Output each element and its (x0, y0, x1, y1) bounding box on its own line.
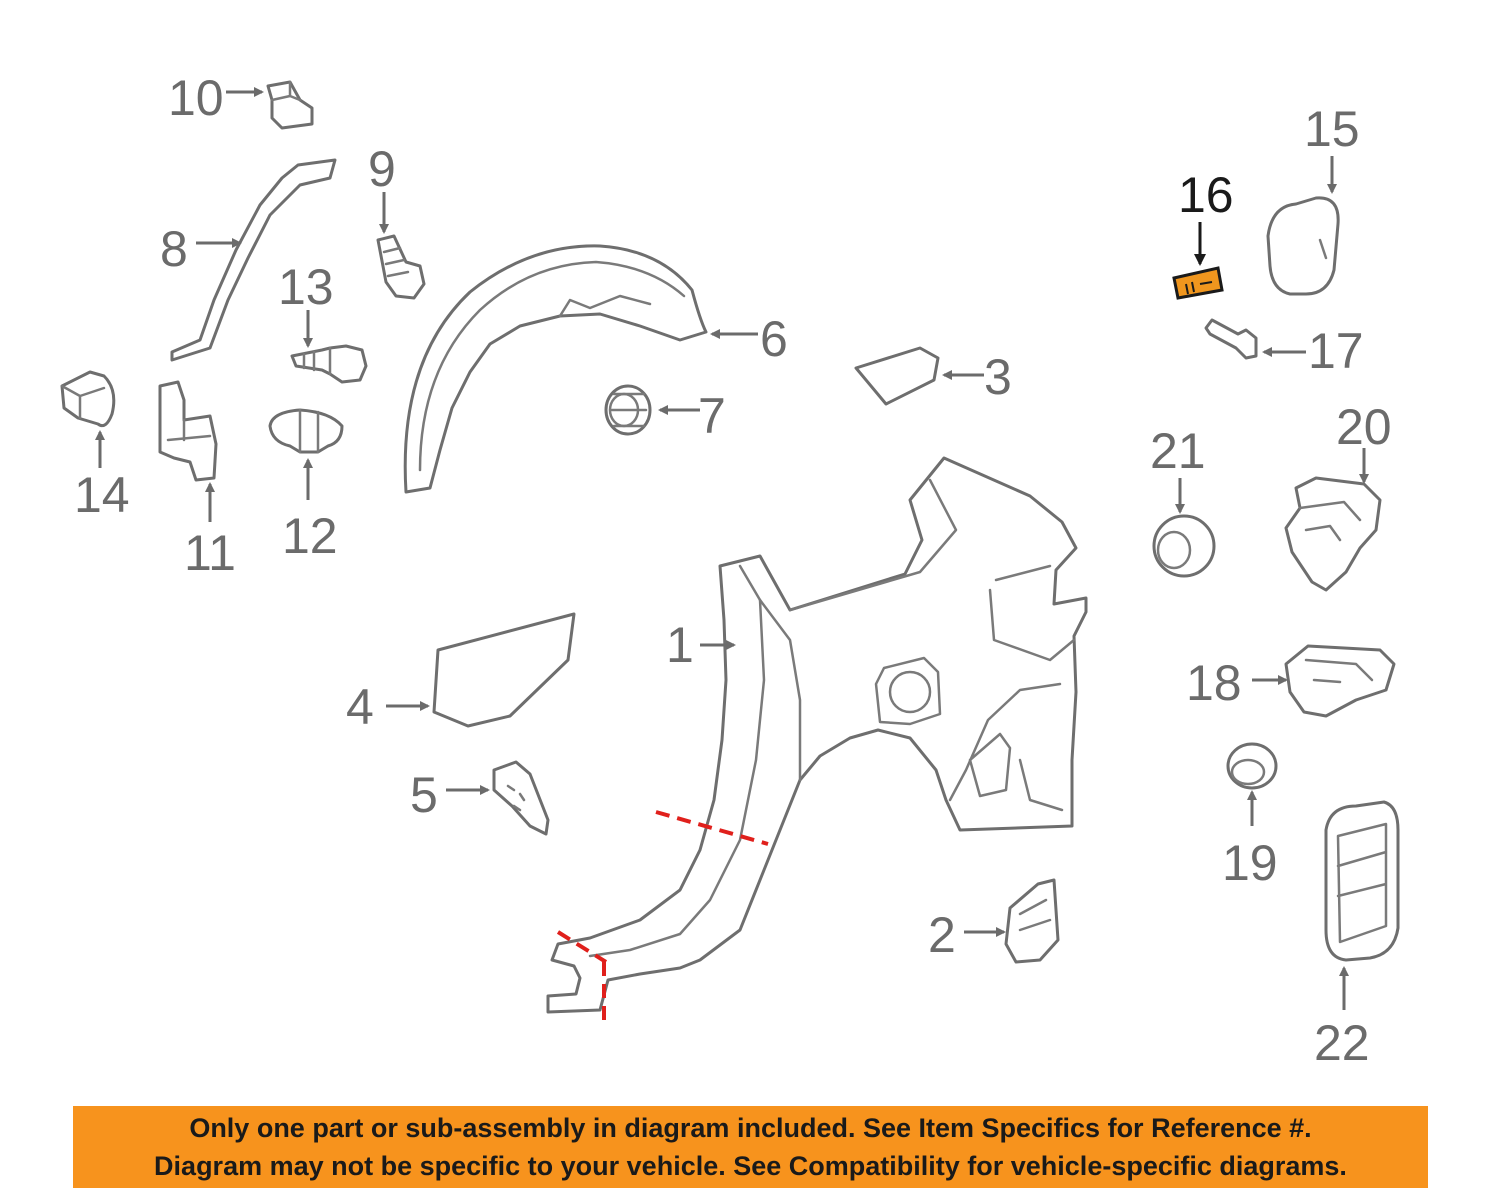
callout-12: 12 (282, 508, 338, 564)
part-16-label-highlighted (1172, 266, 1224, 300)
callout-15: 15 (1304, 101, 1360, 157)
callout-6: 6 (760, 311, 788, 367)
cut-line-upper (655, 810, 769, 846)
callout-17: 17 (1308, 323, 1364, 379)
callout-9: 9 (368, 141, 396, 197)
part-17-pin (1204, 318, 1258, 360)
callout-19: 19 (1222, 835, 1278, 891)
callout-10: 10 (168, 70, 224, 126)
part-22-housing (1324, 800, 1400, 962)
callout-11: 11 (184, 525, 236, 581)
callout-16: 16 (1178, 167, 1234, 223)
part-19-cap (1226, 742, 1278, 790)
part-3-panel (854, 346, 940, 406)
part-7-grommet (604, 384, 652, 436)
part-13-bolt (290, 344, 368, 384)
callout-13: 13 (278, 259, 334, 315)
part-1-quarter-panel (546, 456, 1088, 1014)
part-15-fuel-door (1266, 196, 1340, 296)
part-2-bracket (1004, 878, 1060, 964)
part-14-clip-nut (60, 370, 116, 428)
callout-18: 18 (1186, 655, 1242, 711)
part-6-liner (403, 244, 708, 494)
part-5-bracket-plate (492, 760, 550, 836)
part-21-grommet (1152, 514, 1216, 578)
callout-5: 5 (410, 767, 438, 823)
disclaimer-line-2: Diagram may not be specific to your vehi… (154, 1151, 1347, 1181)
part-9-screw (376, 234, 426, 300)
part-8-arch-molding (170, 158, 337, 362)
callout-8: 8 (160, 221, 188, 277)
callout-1: 1 (666, 617, 694, 673)
part-20-actuator (1284, 476, 1382, 592)
callout-3: 3 (984, 349, 1012, 405)
disclaimer-line-1: Only one part or sub-assembly in diagram… (189, 1113, 1312, 1143)
callout-4: 4 (346, 679, 374, 735)
disclaimer-banner: Only one part or sub-assembly in diagram… (73, 1106, 1428, 1188)
part-11-bracket (158, 380, 218, 482)
callout-20: 20 (1336, 399, 1392, 455)
callout-21: 21 (1150, 423, 1206, 479)
callout-22: 22 (1314, 1015, 1370, 1071)
part-4-filler-panel (432, 612, 576, 728)
part-12-push-clip (268, 408, 344, 454)
part-18-lock (1284, 644, 1396, 718)
callout-2: 2 (928, 907, 956, 963)
callout-14: 14 (74, 467, 130, 523)
callout-7: 7 (698, 388, 726, 444)
cut-line-lower-a (556, 930, 608, 964)
part-10-clip (266, 80, 314, 130)
